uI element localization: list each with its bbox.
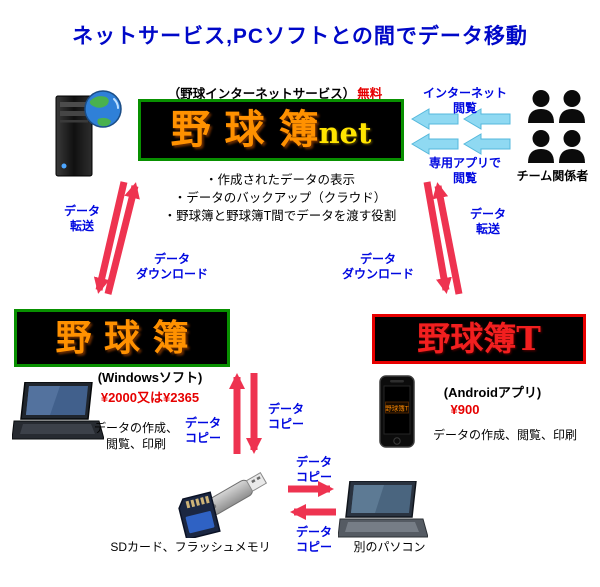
cyan-left-arrow	[411, 133, 459, 155]
copy-right-label: データ コピー	[267, 402, 304, 431]
cyan-left-arrow	[463, 133, 511, 155]
copy-left-label: データ コピー	[184, 416, 221, 445]
arrow-windows-to-net	[104, 182, 140, 295]
yakyubo-t-title: 野球簿T	[417, 319, 541, 358]
smartphone-icon: 野球簿T	[379, 375, 415, 448]
laptop-icon	[12, 382, 104, 440]
net-service-caption: （野球インターネットサービス）無料	[130, 83, 420, 103]
windows-platform-label: (Windowsソフト)	[97, 370, 203, 385]
bullet-item: ・野球簿と野球簿T間でデータを渡す役割	[163, 209, 397, 224]
bullet-item: ・データのバックアップ（クラウド）	[173, 191, 387, 206]
left-download-label: データ ダウンロード	[135, 252, 208, 281]
yakyubo-net-banner: 野 球 簿net	[138, 99, 404, 161]
copy-bottom-label: データ コピー	[295, 525, 332, 554]
net-service-functions: ・作成されたデータの表示 ・データのバックアップ（クラウド） ・野球簿と野球簿T…	[140, 171, 420, 225]
page-title: ネットサービス,PCソフトとの間でデータ移動	[72, 25, 528, 48]
windows-price: ¥2000又は¥2365	[100, 390, 200, 405]
left-transfer-label: データ 転送	[63, 204, 100, 233]
arrow-net-to-windows	[93, 181, 128, 294]
other-pc-label: 別のパソコン	[353, 540, 426, 554]
storage-label: SDカード、フラッシュメモリ	[110, 540, 271, 554]
team-members-icon	[528, 90, 585, 163]
right-download-label: データ ダウンロード	[341, 252, 414, 281]
copy-top-label: データ コピー	[295, 455, 332, 484]
sd-card-icon	[178, 491, 221, 538]
viewer-access-arrows	[411, 108, 511, 155]
yakyubo-net-title: 野 球 簿	[170, 106, 319, 153]
arrow-android-to-net	[432, 182, 463, 295]
yakyubo-t-banner: 野球簿T	[372, 314, 586, 364]
cyan-left-arrow	[411, 108, 459, 130]
right-transfer-label: データ 転送	[469, 207, 506, 236]
android-platform-label: (Androidアプリ)	[443, 385, 542, 400]
yakyubo-net-suffix: net	[318, 116, 372, 150]
yakyubo-windows-banner: 野 球 簿	[14, 309, 230, 367]
bullet-item: ・作成されたデータの表示	[204, 173, 355, 187]
yakyubo-windows-title: 野 球 簿	[55, 317, 189, 359]
app-view-label: 専用アプリで 閲覧	[428, 156, 501, 185]
storage-media-icons	[178, 472, 268, 538]
internet-view-label: インターネット 閲覧	[422, 86, 507, 115]
phone-screen-title: 野球簿T	[385, 404, 409, 413]
android-price: ¥900	[450, 402, 480, 417]
android-desc: データの作成、閲覧、印刷	[432, 428, 577, 442]
cyan-left-arrow	[463, 108, 511, 130]
team-members-label: チーム関係者	[516, 169, 589, 183]
net-service-caption-text: （野球インターネットサービス）	[167, 87, 356, 101]
windows-desc: データの作成、 閲覧、印刷	[93, 421, 178, 451]
server-pc-with-globe-icon	[55, 90, 122, 177]
arrow-net-to-android	[423, 181, 452, 294]
net-service-free-badge: 無料	[357, 87, 383, 101]
other-laptop-icon	[338, 481, 428, 538]
globe-icon	[84, 90, 122, 128]
